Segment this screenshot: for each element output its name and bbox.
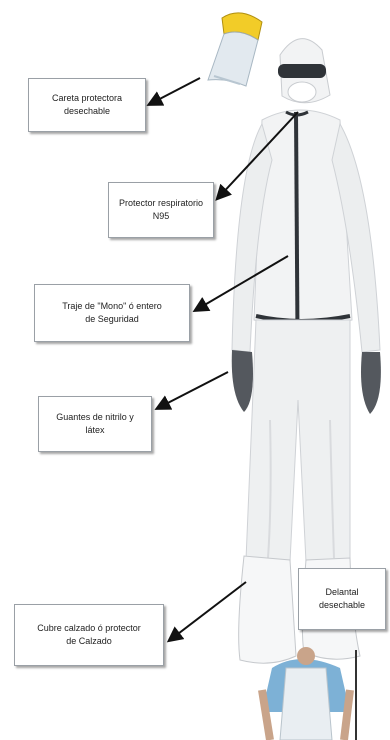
label-face-shield: Careta protectora desechable xyxy=(28,78,146,132)
label-gloves: Guantes de nitrilo y látex xyxy=(38,396,152,452)
arrow-shoe-cover xyxy=(170,582,246,640)
label-apron: Delantal desechable xyxy=(298,568,386,630)
label-shoe-cover: Cubre calzado ó protector de Calzado xyxy=(14,604,164,666)
label-suit: Traje de "Mono" ó entero de Seguridad xyxy=(34,284,190,342)
arrow-gloves xyxy=(158,372,228,408)
label-respirator: Protector respiratorio N95 xyxy=(108,182,214,238)
face-shield-image xyxy=(208,13,262,86)
arrow-face-shield xyxy=(150,78,200,104)
